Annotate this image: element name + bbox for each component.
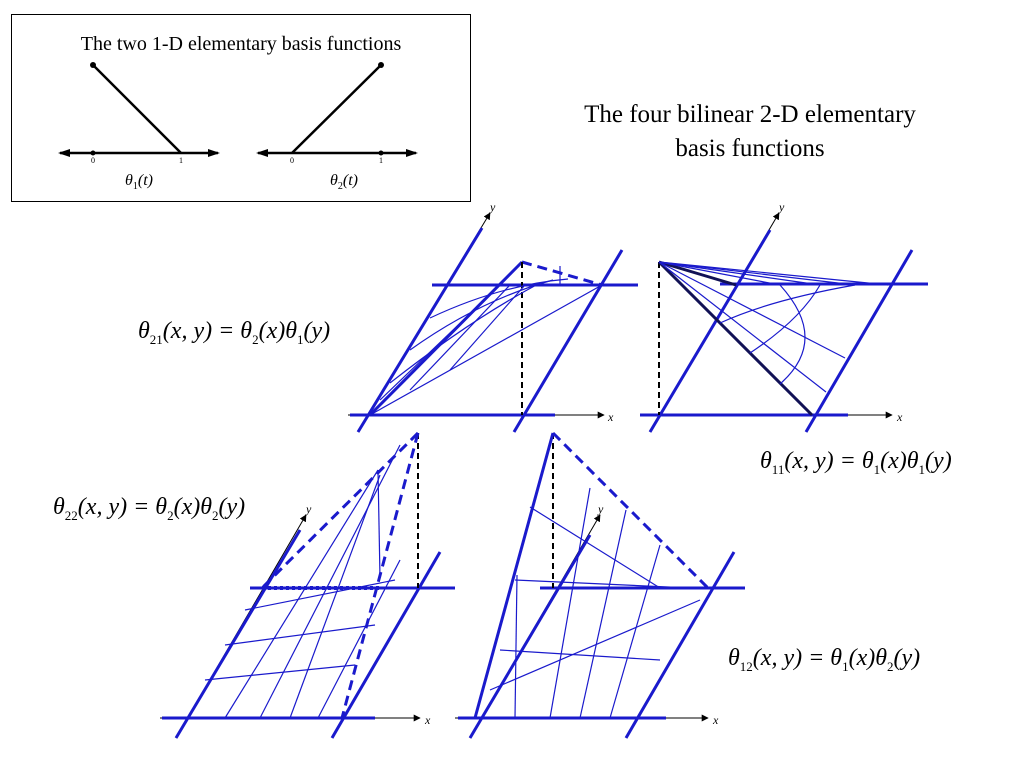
theta22-base-left xyxy=(174,529,302,739)
equation-theta12: θ12(x, y) = θ1(x)θ2(y) xyxy=(728,645,921,674)
theta2-curve xyxy=(291,64,382,154)
theta2-label: θ2(t) xyxy=(330,172,358,193)
theta12-y-label: y xyxy=(597,502,604,516)
theta2-tick1-dot xyxy=(378,150,384,156)
theta1-axis-left-arrow xyxy=(58,149,70,157)
theta21-surface-edge-b xyxy=(521,260,603,287)
theta1-tick1: 1 xyxy=(179,156,183,165)
theta1-start-dot xyxy=(90,62,96,68)
theta22-base-right xyxy=(330,551,442,739)
main-title: The four bilinear 2-D elementary basis f… xyxy=(545,98,955,166)
theta11-base-left xyxy=(648,229,772,433)
theta11-surface-edge-a xyxy=(657,260,814,417)
theta21-base-left xyxy=(356,227,484,433)
theta1-label: θ1(t) xyxy=(125,172,153,193)
theta1-tick0-dot xyxy=(90,150,96,156)
theta1-axis-right-arrow xyxy=(208,149,220,157)
theta2-end-dot xyxy=(378,62,384,68)
theta12-surface-edge-b xyxy=(551,431,710,590)
equation-theta11: θ11(x, y) = θ1(x)θ1(y) xyxy=(760,448,952,477)
basis-1d-box: The two 1-D elementary basis functions 0… xyxy=(11,14,471,202)
theta21-grid xyxy=(369,266,603,416)
theta12-surface-edge-a xyxy=(473,432,555,719)
theta22-x-label: x xyxy=(424,713,431,727)
theta22-y-label: y xyxy=(305,502,312,516)
theta22-surface-edge-a xyxy=(260,431,420,590)
theta21-base-right xyxy=(512,249,624,433)
theta2-tick0: 0 xyxy=(290,156,294,165)
theta2-tick1: 1 xyxy=(379,156,383,165)
panel-theta21: x y xyxy=(348,200,638,433)
theta11-base-right xyxy=(804,249,914,433)
theta21-y-label: y xyxy=(489,200,496,214)
basis-1d-plots: 0 1 0 1 xyxy=(58,62,418,165)
theta11-y-label: y xyxy=(778,200,785,214)
equation-theta22: θ22(x, y) = θ2(x)θ2(y) xyxy=(53,494,246,523)
theta21-x-label: x xyxy=(607,410,614,424)
theta11-surface-edge-b xyxy=(658,260,737,287)
theta12-base-left xyxy=(468,534,592,739)
main-title-line1: The four bilinear 2-D elementary xyxy=(584,101,916,128)
theta2-axis-left-arrow xyxy=(256,149,268,157)
theta12-base-right xyxy=(624,551,736,739)
theta11-x-label: x xyxy=(896,410,903,424)
theta22-grid xyxy=(204,444,401,719)
theta2-axis-right-arrow xyxy=(406,149,418,157)
theta1-tick0: 0 xyxy=(91,156,95,165)
theta12-grid xyxy=(489,487,701,719)
equation-theta21: θ21(x, y) = θ2(x)θ1(y) xyxy=(138,318,331,347)
main-title-line2: basis functions xyxy=(675,135,825,162)
basis-1d-title: The two 1-D elementary basis functions xyxy=(80,33,402,55)
theta12-x-label: x xyxy=(712,713,719,727)
theta1-curve xyxy=(92,64,182,154)
panel-theta22: x y xyxy=(160,431,455,739)
panel-theta11: x y xyxy=(640,200,928,433)
theta11-grid xyxy=(658,261,889,393)
panel-theta12: x y xyxy=(455,431,745,739)
